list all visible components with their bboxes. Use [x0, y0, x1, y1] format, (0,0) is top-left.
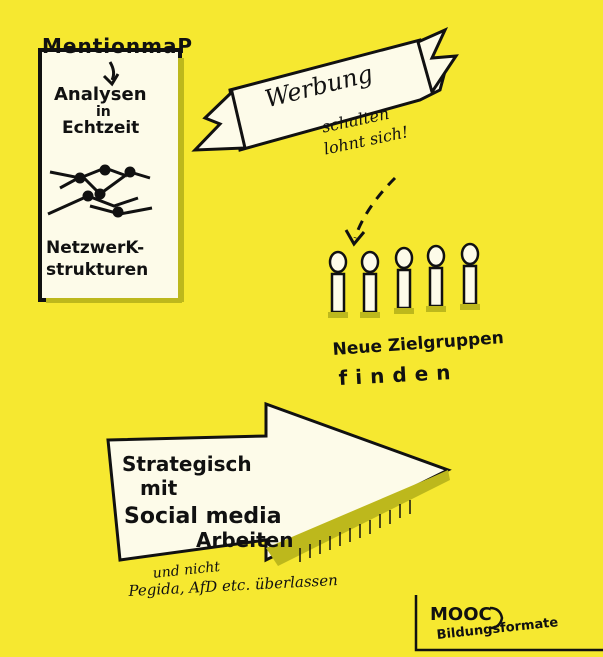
double-arrow-icon — [489, 606, 504, 630]
mooc-bracket — [414, 595, 603, 652]
analysis-text-1: Analysen — [54, 84, 147, 105]
arrow-text-2: mit — [140, 476, 178, 500]
network-text-1: NetzwerK- — [46, 238, 145, 258]
mentionmap-title: MentionmaP — [42, 34, 194, 58]
arrow-text-4: Arbeiten — [196, 528, 294, 552]
analysis-text-3: Echtzeit — [62, 118, 140, 138]
arrow-text-3: Social media — [124, 504, 282, 529]
people-group-icon — [328, 242, 480, 318]
down-arrow-icon — [108, 61, 116, 81]
werbung-banner — [191, 27, 459, 152]
network-structure-icon — [47, 164, 153, 218]
network-text-2: strukturen — [46, 260, 149, 280]
mooc-label: MOOC — [430, 604, 492, 625]
dashed-arrow-icon — [353, 176, 397, 239]
arrow-text-1: Strategisch — [122, 452, 252, 476]
analysis-text-2: in — [96, 104, 111, 120]
big-arrow — [106, 401, 452, 566]
